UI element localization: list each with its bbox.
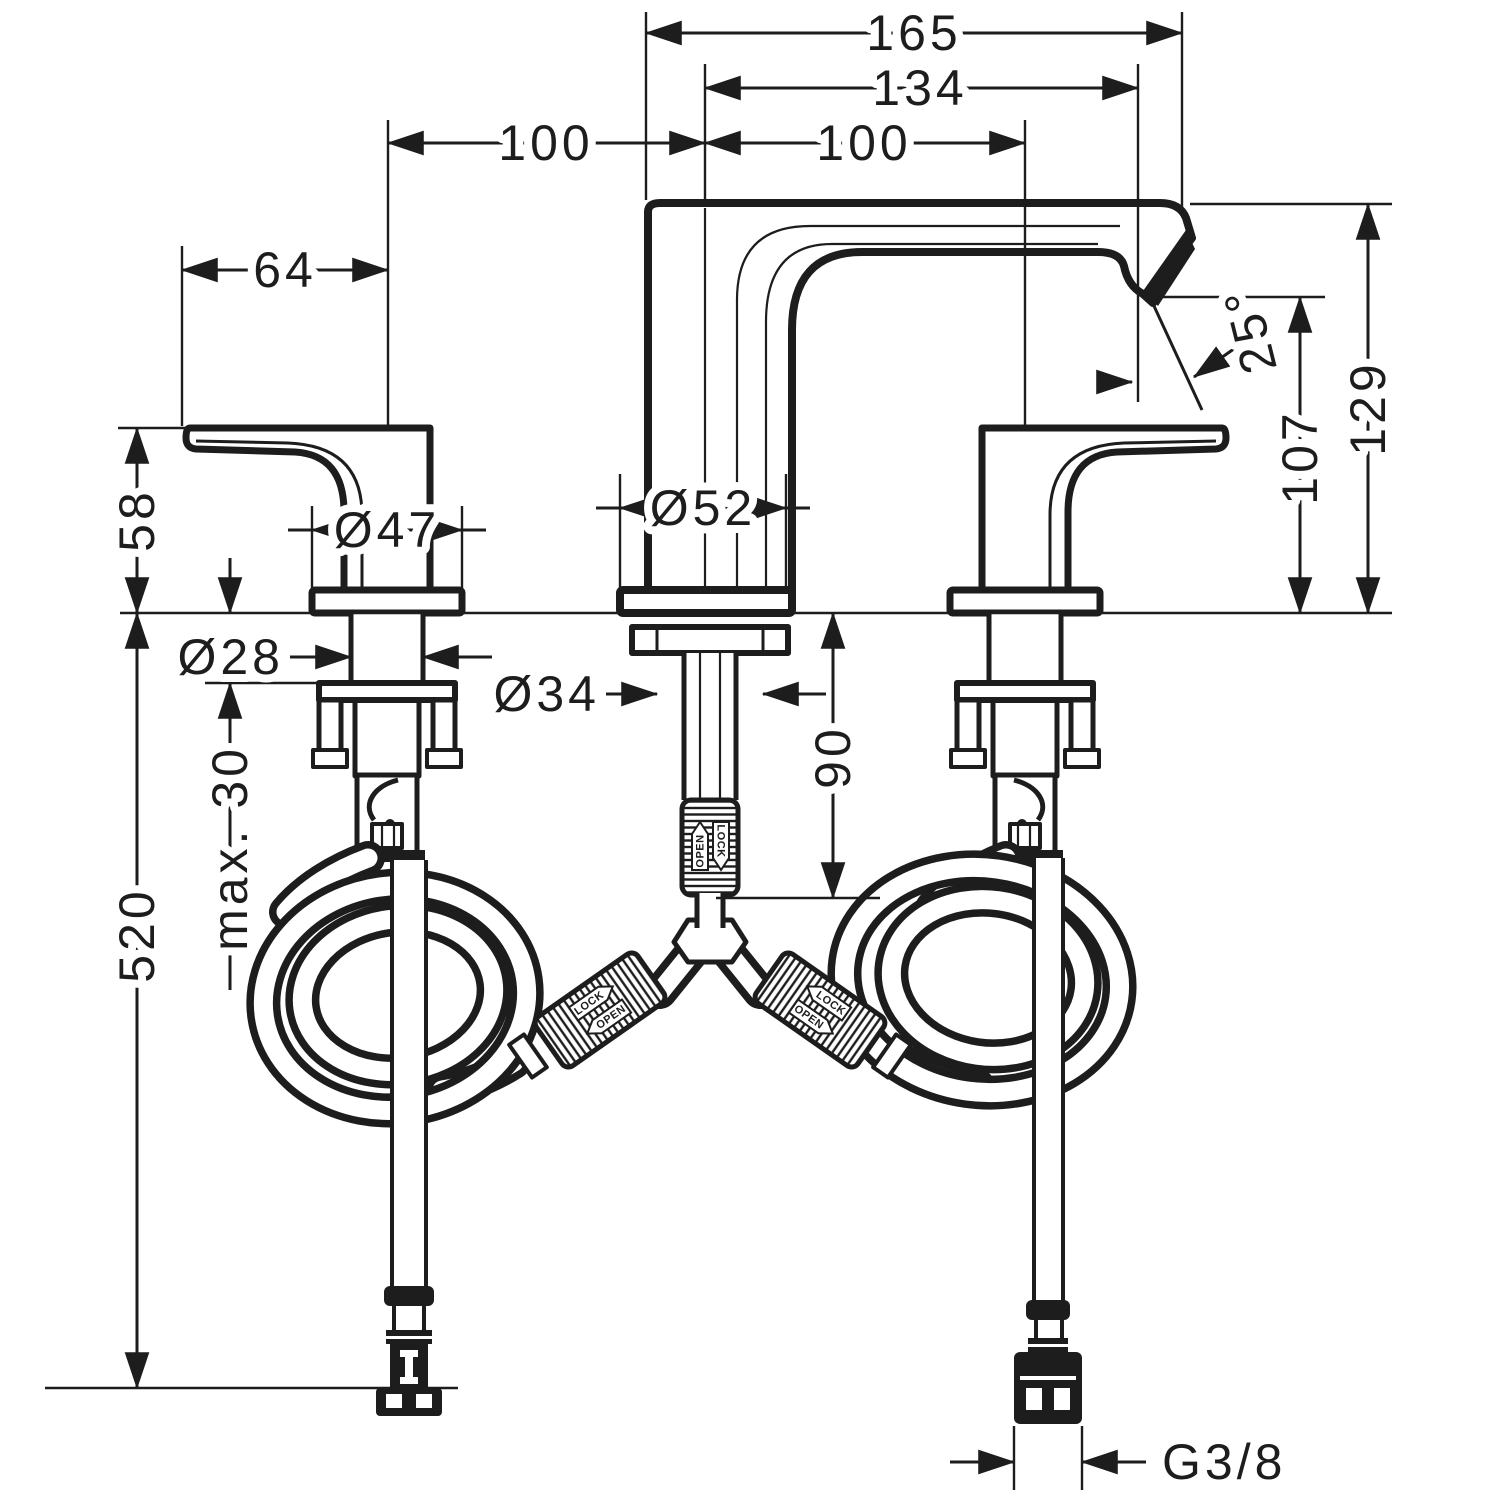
dim-handle-base-dia: Ø47 <box>288 494 486 566</box>
connector-lock-label: LOCK <box>715 824 727 857</box>
dim-total-height-label: 129 <box>1340 360 1396 455</box>
dim-hose-length: 520 <box>101 611 173 1390</box>
dim-hose-length-label: 520 <box>109 887 165 982</box>
dim-max-deck-thickness: max. 30 <box>194 558 266 990</box>
dim-max-deck-thickness-label: max. 30 <box>202 745 258 951</box>
left-mounting-hardware <box>311 613 463 779</box>
dim-spray-angle: 25° <box>1096 273 1296 411</box>
left-hose-joint <box>507 1032 549 1080</box>
dim-left-spacing: 100 <box>386 107 707 179</box>
right-valve-body <box>987 772 1063 862</box>
spout-escutcheon <box>616 586 796 617</box>
dim-spout-reach: 134 <box>703 52 1140 124</box>
dim-right-spacing-label: 100 <box>816 115 911 171</box>
left-handle-escutcheon <box>308 586 466 617</box>
dim-right-spacing: 100 <box>703 107 1027 179</box>
right-handle-lever <box>978 424 1230 597</box>
dim-hose-connector-drop-label: 90 <box>805 725 861 789</box>
dim-thread-size: G3/8 <box>950 1426 1290 1498</box>
left-supply-pipe <box>376 860 442 1416</box>
dim-spout-reach-label: 134 <box>872 60 967 116</box>
dim-thread-size-label: G3/8 <box>1162 1434 1286 1490</box>
dim-handle-base-dia-label: Ø47 <box>334 502 441 558</box>
dim-handle-height: 58 <box>101 426 173 615</box>
right-supply-connector <box>1014 1300 1082 1424</box>
dim-spout-shank-dia: Ø34 <box>485 658 826 730</box>
y-junction-hub <box>671 917 749 965</box>
dim-left-spacing-label: 100 <box>498 115 593 171</box>
left-handle-lever <box>182 424 434 597</box>
right-hose-joint <box>871 1032 913 1080</box>
spout: OPEN LOCK <box>616 199 1196 898</box>
dim-spray-angle-label: 25° <box>1212 281 1288 380</box>
y-junction: LOCK OPEN LOCK OPEN <box>507 893 913 1080</box>
dim-spout-shank-dia-label: Ø34 <box>493 666 600 722</box>
dim-outlet-height-label: 107 <box>1272 409 1328 504</box>
spout-outlet <box>1143 230 1195 306</box>
left-branch-connector: LOCK OPEN <box>532 950 668 1070</box>
left-supply-connector <box>376 1286 442 1416</box>
right-handle-escutcheon <box>946 586 1104 617</box>
dim-total-width: 165 <box>644 0 1184 69</box>
dim-total-width-label: 165 <box>866 5 961 61</box>
right-supply-pipe <box>1014 858 1082 1424</box>
dim-spout-base-dia-label: Ø52 <box>650 480 757 536</box>
dim-outlet-height: 107 <box>1264 295 1336 615</box>
dim-handle-shank-dia: Ø28 <box>169 621 492 693</box>
right-handle <box>946 424 1230 862</box>
dim-handle-overhang-label: 64 <box>253 242 317 298</box>
dim-handle-overhang: 64 <box>180 234 390 306</box>
left-handle <box>182 424 466 862</box>
spout-body <box>644 199 1196 595</box>
left-handle-lever-contour <box>195 439 364 592</box>
right-branch-connector: LOCK OPEN <box>752 950 888 1070</box>
right-hose-loop <box>827 850 1137 1110</box>
dim-handle-height-label: 58 <box>109 488 165 552</box>
spout-shank <box>629 624 791 800</box>
right-mounting-hardware <box>949 613 1101 779</box>
dim-total-height: 129 <box>1332 202 1404 615</box>
center-hose-connector: OPEN LOCK <box>679 797 741 898</box>
connector-open-label: OPEN <box>695 834 707 867</box>
dim-spout-base-dia: Ø52 <box>596 472 810 544</box>
dim-handle-shank-dia-label: Ø28 <box>177 629 284 685</box>
dim-hose-connector-drop: 90 <box>797 611 869 900</box>
